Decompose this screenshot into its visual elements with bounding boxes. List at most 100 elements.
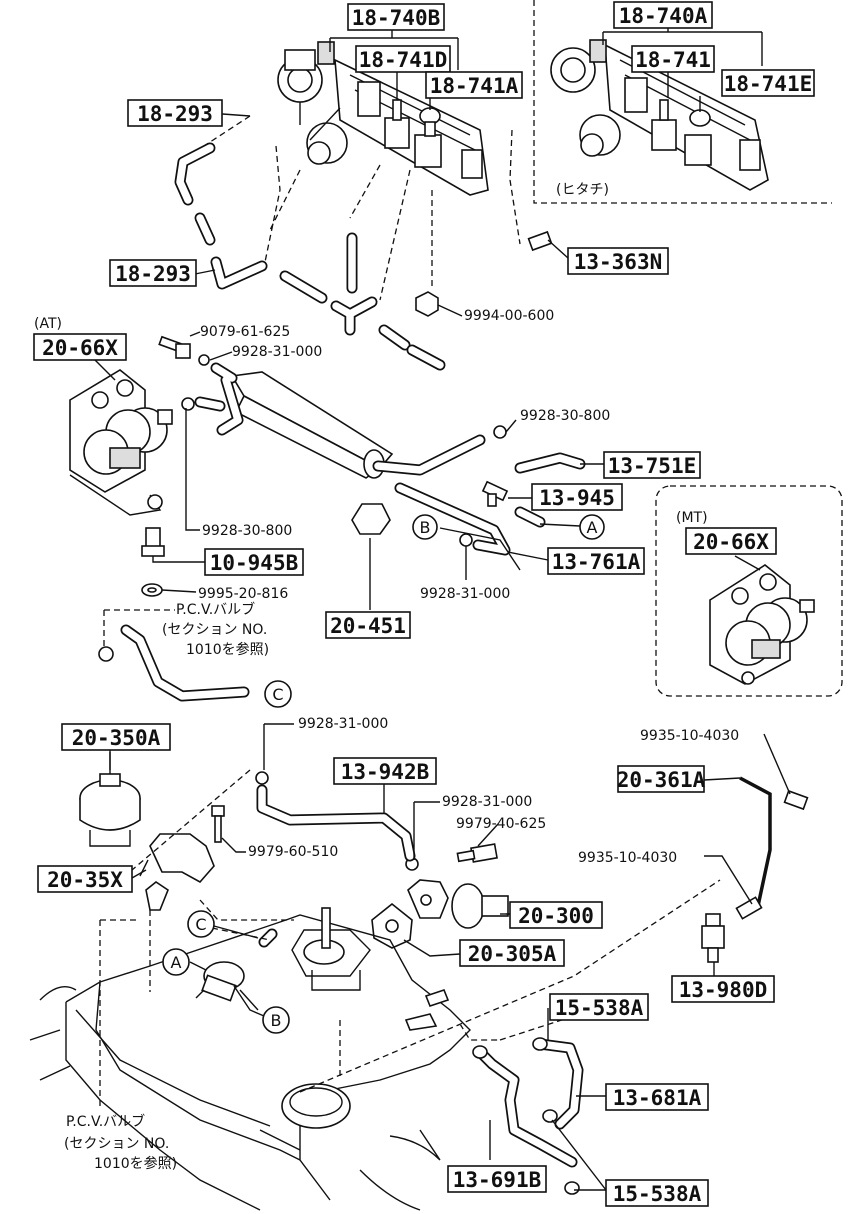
label-9928-31-000-a[interactable]: 9928-31-000 <box>232 344 322 360</box>
label-9928-31-000-d[interactable]: 9928-31-000 <box>442 794 532 810</box>
label-18-293-b[interactable]: 18-293 <box>109 259 197 287</box>
svg-text:13-363N: 13-363N <box>574 250 663 274</box>
leader-A <box>539 523 581 527</box>
note-pcv1-line1: P.C.V.バルブ <box>176 601 255 618</box>
actuator-at <box>69 359 173 516</box>
label-15-538A-a[interactable]: 15-538A <box>549 993 649 1021</box>
label-13-945[interactable]: 13-945 <box>531 483 623 511</box>
svg-text:20-350A: 20-350A <box>72 726 161 750</box>
label-20-305A[interactable]: 20-305A <box>459 939 565 967</box>
svg-text:C: C <box>195 915 206 934</box>
label-15-538A-b[interactable]: 15-538A <box>605 1179 709 1207</box>
clamp-9928-31-000-c <box>255 771 269 785</box>
label-18-293-a[interactable]: 18-293 <box>127 99 223 127</box>
label-9928-30-800-b[interactable]: 9928-30-800 <box>520 408 610 424</box>
rod-20-361A <box>704 733 809 920</box>
dashed-pcv <box>103 609 175 650</box>
callout-B-engine[interactable]: B <box>262 1006 290 1034</box>
svg-text:B: B <box>271 1011 282 1030</box>
leader-C-engine <box>213 925 259 939</box>
label-18-741E[interactable]: 18-741E <box>721 69 815 97</box>
note-pcv2-line1: P.C.V.バルブ <box>66 1113 145 1130</box>
label-13-942B[interactable]: 13-942B <box>333 757 437 785</box>
svg-text:13-761A: 13-761A <box>552 550 641 574</box>
callout-B-left[interactable]: B <box>412 514 438 540</box>
solenoid-assembly-right <box>550 39 769 191</box>
callout-C-right[interactable]: C <box>264 680 292 708</box>
clamp-9928-31-000-a <box>198 354 210 366</box>
dashed-connections-top <box>203 115 521 301</box>
leader-B <box>439 527 521 571</box>
label-18-740A[interactable]: 18-740A <box>613 1 713 29</box>
svg-text:13-681A: 13-681A <box>613 1086 702 1110</box>
svg-text:18-741D: 18-741D <box>359 48 448 72</box>
label-9928-31-000-c[interactable]: 9928-31-000 <box>298 716 388 732</box>
label-18-740B[interactable]: 18-740B <box>347 3 445 31</box>
mt-frame <box>655 485 843 697</box>
label-9928-30-800-a[interactable]: 9928-30-800 <box>202 523 292 539</box>
clamp-15-538A-a <box>472 1045 488 1059</box>
leader-15-538A-b <box>551 1119 607 1191</box>
leader-A-engine <box>189 961 207 971</box>
leader-B-engine <box>233 985 265 1017</box>
hitachi-frame <box>533 0 832 204</box>
leaders-top-left <box>329 28 459 110</box>
label-9979-40-625[interactable]: 9979-40-625 <box>456 816 546 832</box>
label-18-741[interactable]: 18-741 <box>631 45 715 73</box>
label-20-350A[interactable]: 20-350A <box>61 723 171 751</box>
label-9979-60-510[interactable]: 9979-60-510 <box>248 844 338 860</box>
label-20-300[interactable]: 20-300 <box>509 901 603 929</box>
note-at: (AT) <box>34 316 62 332</box>
label-20-361A[interactable]: 20-361A <box>617 765 706 793</box>
leader-18-293-b <box>194 269 216 275</box>
nut-9994-00-600 <box>415 291 463 317</box>
label-18-741D[interactable]: 18-741D <box>355 45 451 73</box>
callout-A-engine[interactable]: A <box>162 948 190 976</box>
label-20-66X-at[interactable]: 20-66X <box>33 333 127 361</box>
label-9995-20-816[interactable]: 9995-20-816 <box>198 586 288 602</box>
svg-text:18-741: 18-741 <box>635 48 711 72</box>
svg-text:18-740A: 18-740A <box>619 4 708 28</box>
label-20-35X[interactable]: 20-35X <box>37 865 133 893</box>
leader-13-761A <box>507 551 549 561</box>
gasket-20-305A <box>371 902 461 957</box>
label-13-681A[interactable]: 13-681A <box>605 1083 709 1111</box>
label-13-980D[interactable]: 13-980D <box>671 975 775 1003</box>
label-18-741A[interactable]: 18-741A <box>425 71 523 99</box>
callout-A-right[interactable]: A <box>579 514 605 540</box>
note-pcv1-line3: 1010を参照) <box>186 641 269 658</box>
svg-text:13-980D: 13-980D <box>679 978 768 1002</box>
label-20-66X-mt[interactable]: 20-66X <box>685 527 777 555</box>
label-9994-00-600[interactable]: 9994-00-600 <box>464 308 554 324</box>
svg-text:B: B <box>420 518 431 537</box>
svg-text:A: A <box>587 518 598 537</box>
label-9935-10-4030-b[interactable]: 9935-10-4030 <box>578 850 677 866</box>
label-13-761A[interactable]: 13-761A <box>547 547 645 575</box>
leader-20-361A <box>703 777 741 781</box>
clamp-pcv <box>98 646 114 662</box>
clamp-15-538A-d <box>564 1181 580 1195</box>
label-13-691B[interactable]: 13-691B <box>447 1165 547 1193</box>
svg-text:13-942B: 13-942B <box>341 760 430 784</box>
callout-C-engine[interactable]: C <box>187 910 215 938</box>
clamp-9928-30-800-b <box>493 425 507 439</box>
dashed-engine-connections <box>99 769 721 1110</box>
leader-9928-31-000-d <box>413 801 440 860</box>
svg-text:20-66X: 20-66X <box>42 336 118 360</box>
label-9928-31-000-b[interactable]: 9928-31-000 <box>420 586 510 602</box>
leader-9928-30-800-b <box>505 419 517 433</box>
clamp-9928-30-800-a <box>181 397 195 411</box>
svg-text:18-740B: 18-740B <box>352 6 441 30</box>
leader-9928-31-000-a <box>209 351 233 361</box>
label-13-751E[interactable]: 13-751E <box>603 451 701 479</box>
bolt-9979-60-510 <box>211 805 246 853</box>
label-20-451[interactable]: 20-451 <box>325 611 411 639</box>
label-9935-10-4030-a[interactable]: 9935-10-4030 <box>640 728 739 744</box>
label-9079-61-625[interactable]: 9079-61-625 <box>200 324 290 340</box>
note-hitachi: (ヒタチ) <box>556 182 609 198</box>
bracket-20-35X <box>139 833 215 911</box>
label-13-363N[interactable]: 13-363N <box>567 247 669 275</box>
clamp-15-538A-c <box>542 1109 558 1123</box>
label-10-945B[interactable]: 10-945B <box>204 548 304 576</box>
